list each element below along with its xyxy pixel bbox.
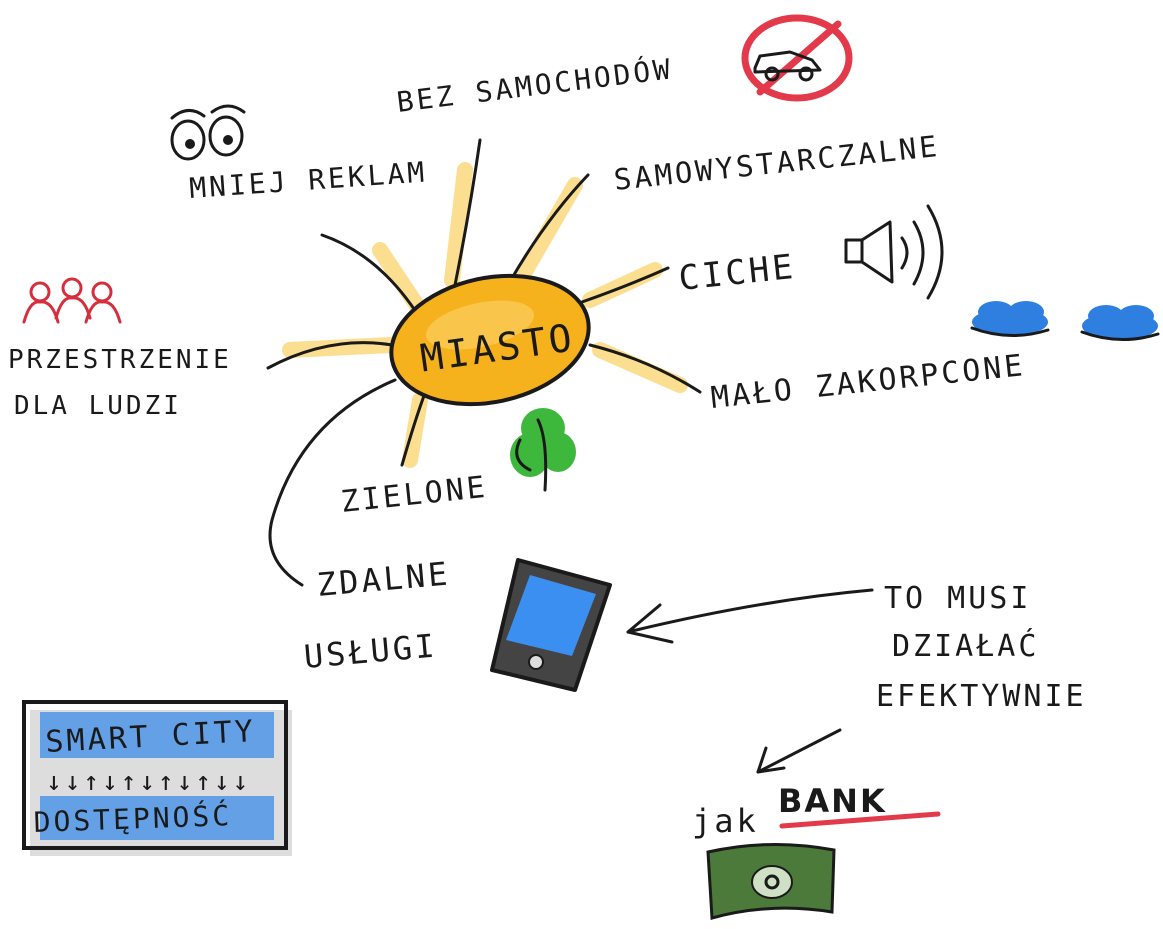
label-zielone: ZIELONE	[339, 470, 489, 520]
label-przestrzenie-line2: DLA LUDZI	[14, 391, 182, 421]
center-node: MIASTO	[389, 273, 591, 407]
tree-icon	[510, 408, 576, 492]
smart-city-box: SMART CITY ↓↓↑↓↑↓↑↓↑↓↓ DOSTĘPNOŚĆ	[22, 700, 292, 856]
note-line2: DZIAŁAĆ	[892, 627, 1039, 664]
people-icon	[22, 277, 122, 324]
box-arrows: ↓↓↑↓↑↓↑↓↑↓↓	[46, 767, 251, 797]
label-bez-samochodow: BEZ SAMOCHODÓW	[395, 51, 675, 119]
label-zdalne-line1: ZDALNE	[315, 554, 451, 603]
speaker-icon	[844, 204, 944, 300]
label-malo-zakorkowane: MAŁO ZAKORPCONE	[709, 348, 1027, 416]
bank-prefix: jak	[692, 802, 759, 840]
label-samowystarczalne: SAMOWYSTARCZALNE	[612, 129, 941, 197]
note-line3: EFEKTYWNIE	[876, 679, 1087, 714]
connector-arrows	[626, 588, 874, 774]
label-ciche: CICHE	[677, 247, 798, 299]
eyes-icon	[170, 104, 246, 161]
label-przestrzenie-line1: PRZESTRZENIE	[8, 345, 232, 375]
clouds-icon	[970, 301, 1160, 342]
label-zdalne-line2: USŁUGI	[302, 626, 438, 675]
note-line1: TO MUSI	[884, 581, 1031, 616]
banknote-icon	[706, 843, 836, 920]
label-mniej-reklam: MNIEJ REKLAM	[188, 155, 428, 205]
no-car-icon	[741, 14, 853, 102]
box-line2: DOSTĘPNOŚĆ	[33, 798, 233, 839]
bank-word: BANK	[778, 782, 887, 820]
sun-rays	[266, 138, 702, 587]
bank-underline	[779, 811, 941, 829]
phone-icon	[490, 558, 612, 692]
